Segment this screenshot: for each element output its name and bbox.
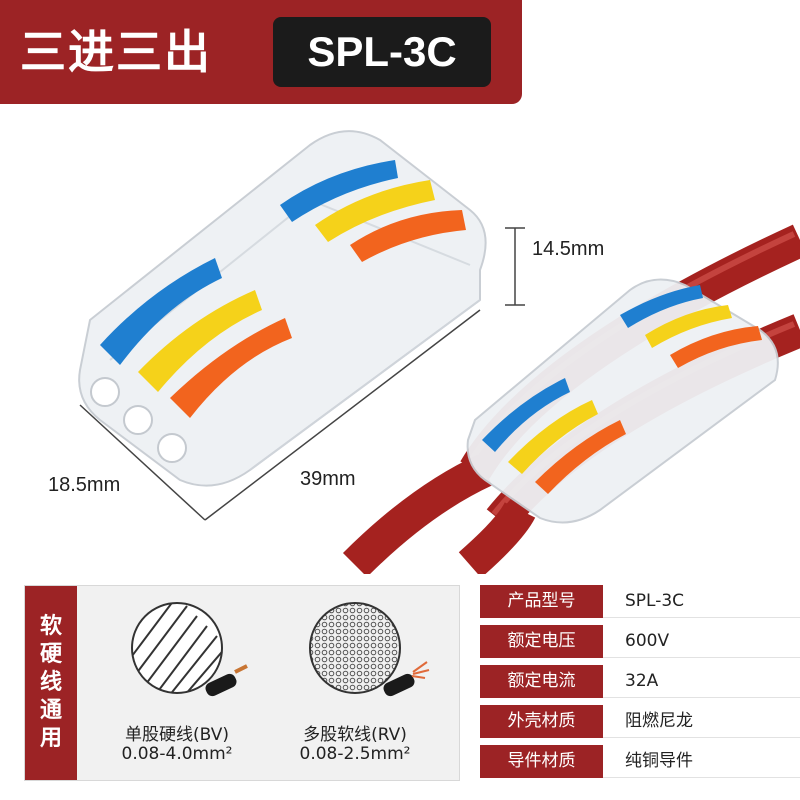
solid-wire-name: 单股硬线(BV) [124, 725, 230, 745]
small-connector [466, 278, 779, 524]
spec-value: SPL-3C [603, 585, 800, 618]
spec-value: 600V [603, 625, 800, 658]
side-char: 用 [39, 726, 62, 751]
header-title: 三进三出 [20, 25, 212, 79]
spec-label: 导件材质 [480, 745, 603, 778]
model-badge: SPL-3C [273, 17, 491, 87]
spec-label: 额定电压 [480, 625, 603, 658]
wire-side-label: 软 硬 线 通 用 [25, 586, 77, 780]
stranded-wire-item: 多股软线(RV) 0.08-2.5mm² [265, 586, 445, 780]
side-char: 线 [39, 670, 62, 695]
connector-drawing [78, 130, 800, 578]
spec-label: 外壳材质 [480, 705, 603, 738]
spec-row: 产品型号 SPL-3C [480, 585, 800, 618]
spec-value: 纯铜导件 [603, 745, 800, 778]
spec-value: 阻燃尼龙 [603, 705, 800, 738]
spec-label: 产品型号 [480, 585, 603, 618]
product-illustration: 14.5mm 18.5mm 39mm [0, 104, 800, 578]
side-char: 软 [39, 614, 62, 639]
header-banner: 三进三出 SPL-3C [0, 0, 522, 104]
spec-row: 外壳材质 阻燃尼龙 [480, 705, 800, 738]
solid-wire-range: 0.08-4.0mm² [121, 744, 233, 764]
solid-wire-icon [131, 602, 248, 697]
height-dimension: 14.5mm [532, 238, 605, 260]
stranded-wire-name: 多股软线(RV) [303, 725, 407, 745]
dimension-lines [79, 227, 525, 521]
stranded-wire-icon [309, 602, 430, 697]
spec-row: 导件材质 纯铜导件 [480, 745, 800, 778]
side-char: 通 [39, 698, 62, 723]
wire-compatibility-panel: 软 硬 线 通 用 单股硬线(BV) 0.08-4.0mm² [24, 585, 460, 781]
side-char: 硬 [39, 642, 62, 667]
length-dimension: 39mm [300, 468, 356, 490]
spec-row: 额定电压 600V [480, 625, 800, 658]
large-connector [78, 130, 487, 487]
stranded-wire-range: 0.08-2.5mm² [299, 744, 411, 764]
spec-value: 32A [603, 665, 800, 698]
spec-label: 额定电流 [480, 665, 603, 698]
solid-wire-item: 单股硬线(BV) 0.08-4.0mm² [87, 586, 267, 780]
spec-table: 产品型号 SPL-3C 额定电压 600V 额定电流 32A 外壳材质 阻燃尼龙… [480, 585, 800, 781]
spec-row: 额定电流 32A [480, 665, 800, 698]
depth-dimension: 18.5mm [48, 474, 121, 496]
